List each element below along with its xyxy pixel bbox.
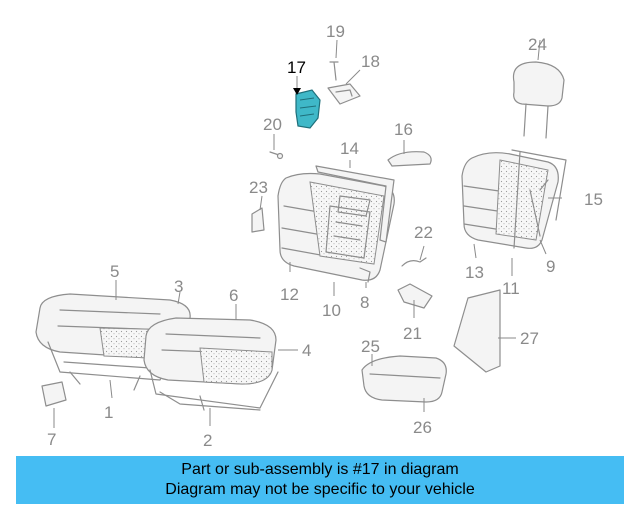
callouts: 1 2 3 4 5 6 7 8 9 10 11 12 13 14 15 16 1…	[47, 22, 603, 450]
callout-2: 2	[203, 431, 212, 450]
part-7-pad[interactable]	[41, 381, 67, 407]
callout-19: 19	[326, 22, 345, 41]
part-22-wire[interactable]	[401, 257, 427, 267]
callout-26: 26	[413, 418, 432, 437]
callout-24: 24	[528, 35, 547, 54]
leader-lines	[53, 39, 562, 428]
callout-18: 18	[361, 52, 380, 71]
callout-16: 16	[394, 120, 413, 139]
callout-17: 17	[287, 58, 306, 77]
seat-cushion-right[interactable]	[143, 317, 279, 411]
banner-line-2: Diagram may not be specific to your vehi…	[165, 481, 475, 498]
callout-25: 25	[361, 337, 380, 356]
part-23-trim[interactable]	[251, 207, 265, 233]
part-25-armrest[interactable]	[361, 355, 447, 403]
backrest-right[interactable]	[461, 149, 567, 249]
callout-14: 14	[340, 139, 359, 158]
callout-20: 20	[263, 115, 282, 134]
callout-27: 27	[520, 329, 539, 348]
parts-diagram: 1 2 3 4 5 6 7 8 9 10 11 12 13 14 15 16 1…	[35, 22, 603, 450]
callout-12: 12	[280, 285, 299, 304]
part-21-hinge[interactable]	[397, 283, 433, 309]
part-16-cap[interactable]	[387, 151, 432, 167]
callout-4: 4	[302, 341, 311, 360]
part-8-bracket[interactable]	[359, 267, 371, 283]
callout-23: 23	[249, 178, 268, 197]
callout-13: 13	[465, 263, 484, 282]
callout-11: 11	[502, 279, 520, 298]
callout-3: 3	[174, 277, 183, 296]
info-banner: Part or sub-assembly is #17 in diagram D…	[16, 456, 624, 504]
part-18-bezel[interactable]	[327, 83, 361, 105]
callout-9: 9	[546, 257, 555, 276]
part-20-bolt[interactable]	[269, 151, 284, 160]
backrest-left[interactable]	[277, 165, 395, 281]
part-19-pin[interactable]	[329, 61, 339, 81]
callout-8: 8	[360, 293, 369, 312]
callout-7: 7	[47, 430, 56, 449]
callout-15: 15	[584, 190, 603, 209]
callout-6: 6	[229, 286, 238, 305]
callout-22: 22	[414, 223, 433, 242]
callout-10: 10	[322, 301, 341, 320]
callout-1: 1	[104, 403, 113, 422]
callout-5: 5	[110, 262, 119, 281]
part-17-latch[interactable]	[295, 89, 321, 129]
banner-line-1: Part or sub-assembly is #17 in diagram	[181, 461, 459, 478]
callout-21: 21	[403, 324, 422, 343]
part-27-panel[interactable]	[453, 289, 501, 373]
part-24-headrest[interactable]	[512, 61, 565, 139]
